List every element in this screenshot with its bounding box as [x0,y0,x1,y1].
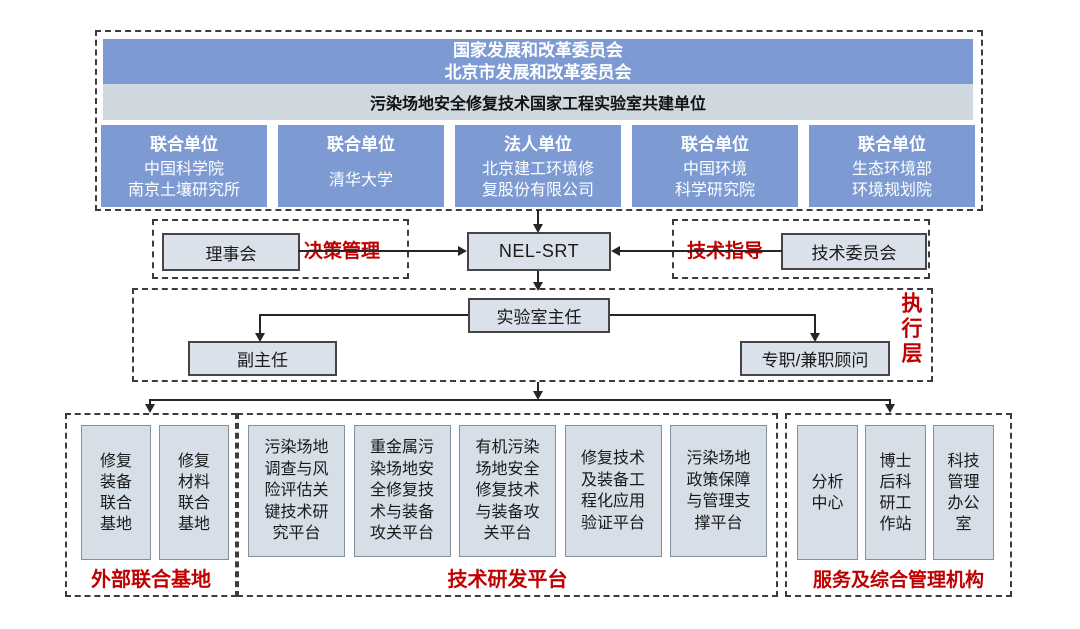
arrowhead-to-deputy [255,333,265,342]
unit-box-cas-nanjing: 联合单位 中国科学院 南京土壤研究所 [101,125,267,207]
repair-equipment-base-box: 修复 装备 联合 基地 [81,425,151,560]
unit-role: 联合单位 [327,135,395,154]
arrowhead-top-to-nel [533,224,543,233]
connector-director-deputy-h [259,314,468,316]
unit-row: 联合单位 中国科学院 南京土壤研究所 联合单位 清华大学 法人单位 北京建工环境… [97,125,979,207]
arrowhead-to-right-group [885,404,895,413]
arrowhead-council-to-nel [458,246,467,256]
platform-site-survey-box: 污染场地 调查与风 险评估关 键技术研 究平台 [248,425,345,557]
executive-layer-label: 执行层 [899,292,922,367]
arrowhead-nel-to-executive [533,282,543,291]
unit-role: 联合单位 [681,135,749,154]
cobuild-band: 污染场地安全修复技术国家工程实验室共建单位 [103,84,973,120]
platform-policy-box: 污染场地 政策保障 与管理支 撑平台 [670,425,767,557]
unit-role: 联合单位 [150,135,218,154]
unit-name: 中国科学院 南京土壤研究所 [127,161,240,199]
executive-layer-group: 实验室主任 副主任 专职/兼职顾问 执行层 [132,288,933,382]
unit-box-tsinghua: 联合单位 清华大学 [278,125,444,207]
connector-director-advisors-h [610,314,816,316]
unit-box-craes: 联合单位 中国环境 科学研究院 [632,125,798,207]
unit-name: 生态环境部 环境规划院 [851,161,932,199]
connector-nel-to-executive [537,271,539,283]
service-management-label: 服务及综合管理机构 [812,570,984,591]
technical-committee-box: 技术委员会 [781,233,927,270]
nel-srt-box: NEL-SRT [467,232,611,271]
connector-executive-to-bus [537,382,539,393]
unit-name: 清华大学 [328,171,393,189]
platform-organic-box: 有机污染 场地安全 修复技术 与装备攻 关平台 [459,425,556,557]
repair-materials-base-box: 修复 材料 联合 基地 [159,425,229,560]
postdoc-station-box: 博士 后科 研工 作站 [865,425,926,560]
platform-heavy-metal-box: 重金属污 染场地安 全修复技 术与装备 攻关平台 [353,425,451,557]
arrowhead-executive-to-bus [533,391,543,400]
unit-role: 法人单位 [504,135,572,154]
arrowhead-committee-to-nel [611,246,620,256]
lab-director-box: 实验室主任 [468,298,610,333]
bus-drop-right [889,399,891,406]
rd-platforms-label: 技术研发平台 [447,569,568,591]
unit-box-caep: 联合单位 生态环境部 环境规划院 [809,125,975,207]
tech-management-office-box: 科技 管理 办公 室 [933,425,994,560]
unit-name: 北京建工环境修 复股份有限公司 [481,161,594,199]
external-bases-label: 外部联合基地 [91,569,211,591]
bus-line [149,399,891,401]
analysis-center-box: 分析 中心 [797,425,858,560]
advisors-box: 专职/兼职顾问 [740,341,890,376]
unit-role: 联合单位 [858,135,926,154]
platform-row: 污染场地 调查与风 险评估关 键技术研 究平台 重金属污 染场地安 全修复技 术… [239,425,776,557]
deputy-director-box: 副主任 [188,341,337,376]
connector-director-advisors-v [814,314,816,334]
unit-name: 中国环境 科学研究院 [674,161,755,199]
connector-council-to-nel [298,250,459,252]
bus-drop-left [149,399,151,406]
connector-top-to-nel [537,210,539,226]
rd-platforms-group: 污染场地 调查与风 险评估关 键技术研 究平台 重金属污 染场地安 全修复技 术… [237,413,778,597]
service-management-group: 分析 中心 博士 后科 研工 作站 科技 管理 办公 室 服务及综合管理机构 [785,413,1012,597]
top-authority-header: 国家发展和改革委员会 北京市发展和改革委员会 [103,39,973,84]
connector-committee-to-nel [620,250,782,252]
external-bases-group: 修复 装备 联合 基地 修复 材料 联合 基地 外部联合基地 [65,413,237,597]
platform-engineering-box: 修复技术 及装备工 程化应用 验证平台 [564,425,662,557]
council-box: 理事会 [162,233,300,271]
technical-guidance-group: 技术指导 技术委员会 [672,219,930,279]
unit-box-bceer: 法人单位 北京建工环境修 复股份有限公司 [455,125,621,207]
arrowhead-to-left-group [145,404,155,413]
decision-management-group: 理事会 决策管理 [152,219,409,279]
connector-director-deputy-v [259,314,261,334]
arrowhead-to-advisors [810,333,820,342]
cobuild-units-section: 国家发展和改革委员会 北京市发展和改革委员会 污染场地安全修复技术国家工程实验室… [95,30,983,211]
